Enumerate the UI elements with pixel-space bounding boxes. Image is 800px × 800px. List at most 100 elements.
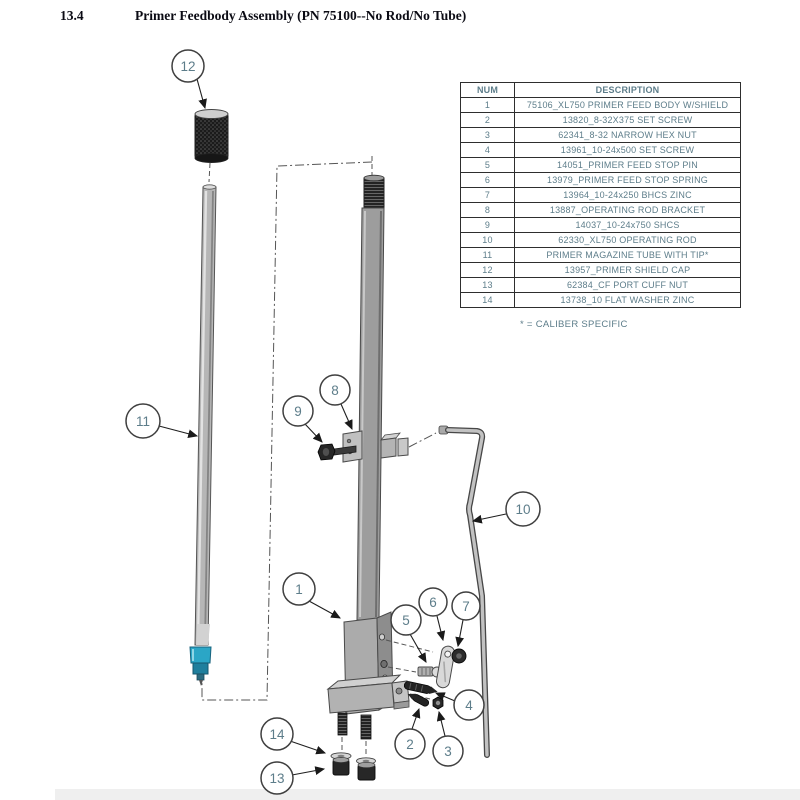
narrow-hex-nut	[432, 696, 444, 710]
part-description-cell: 62330_XL750 OPERATING ROD	[514, 232, 741, 248]
datum-line	[201, 161, 373, 701]
callout-7: 7	[451, 591, 481, 648]
svg-text:8: 8	[331, 383, 339, 398]
part-description-cell: 13964_10-24x250 BHCS ZINC	[514, 187, 741, 203]
bhcs-screw	[451, 648, 467, 664]
callout-9: 9	[282, 395, 323, 443]
part-description-cell: 13957_PRIMER SHIELD CAP	[514, 262, 741, 278]
primer-feed-stop-pin	[417, 666, 443, 678]
svg-text:3: 3	[444, 744, 452, 759]
part-num-cell: 3	[460, 127, 515, 143]
part-description-cell: PRIMER MAGAZINE TUBE WITH TIP*	[514, 247, 741, 263]
svg-text:7: 7	[462, 599, 470, 614]
callout-11: 11	[125, 403, 199, 439]
part-description-cell: 13961_10-24x500 SET SCREW	[514, 142, 741, 158]
svg-text:6: 6	[429, 595, 437, 610]
part-num-cell: 10	[460, 232, 515, 248]
bracket-rod-datum	[408, 432, 437, 448]
operating-rod	[438, 425, 490, 758]
part-num-cell: 13	[460, 277, 515, 293]
part-description-cell: 62341_8-32 NARROW HEX NUT	[514, 127, 741, 143]
part-num-cell: 12	[460, 262, 515, 278]
part-num-cell: 2	[460, 112, 515, 128]
set-screw-8-32	[407, 693, 430, 707]
callout-6: 6	[418, 587, 448, 642]
primer-feed-stop-spring	[435, 645, 456, 689]
section-number: 13.4	[60, 8, 84, 23]
callout-4: 4	[434, 689, 485, 721]
svg-text:14: 14	[269, 727, 285, 742]
part-num-cell: 6	[460, 172, 515, 188]
callout-10: 10	[471, 491, 541, 527]
svg-text:12: 12	[180, 59, 195, 74]
svg-text:1: 1	[295, 582, 303, 597]
part-num-cell: 4	[460, 142, 515, 158]
part-num-cell: 5	[460, 157, 515, 173]
scan-artifact-band	[55, 789, 800, 800]
part-description-cell: 13820_8-32X375 SET SCREW	[514, 112, 741, 128]
caliber-specific-footnote: * = CALIBER SPECIFIC	[520, 319, 628, 330]
part-num-cell: 9	[460, 217, 515, 233]
part-description-cell: 13979_PRIMER FEED STOP SPRING	[514, 172, 741, 188]
datum-line-cap	[208, 162, 211, 183]
callout-5: 5	[390, 604, 427, 663]
hole-datum-2	[387, 666, 417, 673]
primer-shield-cap	[194, 109, 229, 163]
cuff-nut-right	[357, 761, 376, 781]
callout-13: 13	[260, 761, 326, 795]
primer-magazine-tube	[189, 184, 217, 686]
page-title: Primer Feedbody Assembly (PN 75100--No R…	[135, 8, 467, 23]
part-num-cell: 7	[460, 187, 515, 203]
part-description-cell: 14051_PRIMER FEED STOP PIN	[514, 157, 741, 173]
column-header-num: NUM	[460, 82, 515, 98]
svg-text:4: 4	[465, 698, 473, 713]
part-num-cell: 11	[460, 247, 515, 263]
hole-datum-1	[385, 639, 434, 653]
callout-8: 8	[319, 374, 353, 431]
svg-text:10: 10	[515, 502, 530, 517]
cuff-nut-left	[332, 757, 350, 776]
callout-14: 14	[260, 717, 327, 755]
tube-tip	[189, 646, 212, 686]
part-description-cell: 14037_10-24x750 SHCS	[514, 217, 741, 233]
shcs-screw	[317, 443, 357, 461]
part-description-cell: 62384_CF PORT CUFF NUT	[514, 277, 741, 293]
part-num-cell: 14	[460, 292, 515, 308]
callout-3: 3	[432, 710, 464, 767]
column-header-description: DESCRIPTION	[514, 82, 741, 98]
feed-body-shield-tube	[356, 174, 385, 621]
part-description-cell: 13738_10 FLAT WASHER ZINC	[514, 292, 741, 308]
svg-text:5: 5	[402, 613, 410, 628]
primer-feed-body	[326, 611, 410, 740]
part-num-cell: 8	[460, 202, 515, 218]
table-header-row: NUM DESCRIPTION	[460, 82, 741, 98]
svg-text:11: 11	[136, 414, 150, 429]
callout-2: 2	[394, 707, 426, 760]
part-num-cell: 1	[460, 97, 515, 113]
svg-text:9: 9	[294, 404, 302, 419]
part-description-cell: 13887_OPERATING ROD BRACKET	[514, 202, 741, 218]
svg-text:2: 2	[406, 737, 414, 752]
svg-text:13: 13	[269, 771, 284, 786]
part-description-cell: 75106_XL750 PRIMER FEED BODY W/SHIELD	[514, 97, 741, 113]
set-screw-10-24	[403, 681, 438, 694]
callout-1: 1	[282, 572, 341, 619]
